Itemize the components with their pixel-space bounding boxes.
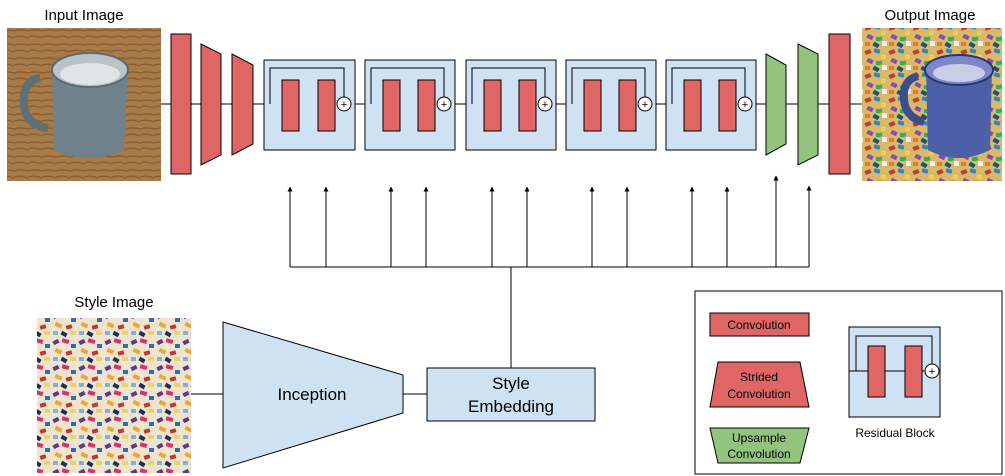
add-node-icon: [737, 96, 753, 112]
style-embedding-box: [426, 367, 596, 422]
svg-text:+: +: [642, 99, 648, 111]
input-image-label: Input Image: [44, 7, 123, 24]
residual-block: +: [665, 59, 757, 151]
output-image-label: Output Image: [885, 7, 976, 24]
add-node-icon: [924, 363, 940, 379]
legend: Convolution Strided Convolution Upsample…: [694, 290, 1003, 475]
residual-block: +: [364, 59, 456, 151]
convolution-layer: [828, 33, 851, 175]
style-embedding-label-line2: Embedding: [468, 397, 554, 416]
upsample-convolution-layer: [765, 53, 787, 156]
input-image: [7, 28, 161, 181]
legend-residual-label: Residual Block: [855, 426, 935, 440]
legend-strided-label-line1: Strided: [740, 370, 778, 384]
strided-convolution-layer: [200, 43, 222, 166]
style-embedding-label-line1: Style: [492, 374, 530, 393]
inception-network: [222, 321, 404, 469]
add-node-icon: [336, 96, 352, 112]
inception-label: Inception: [278, 385, 347, 404]
legend-residual-swatch: +: [848, 326, 941, 418]
output-image: [862, 28, 1002, 181]
legend-upsample-swatch: [709, 427, 810, 464]
residual-block: +: [263, 59, 356, 151]
legend-upsample-label-line1: Upsample: [732, 431, 786, 445]
legend-strided-label-line2: Convolution: [727, 387, 790, 401]
upsample-convolution-layer: [797, 43, 819, 166]
add-node-icon: [436, 96, 452, 112]
style-image-label: Style Image: [74, 294, 153, 311]
legend-convolution-swatch: [709, 312, 810, 337]
style-conditioning-lines: [287, 175, 812, 368]
style-image: [37, 318, 191, 473]
residual-block: +: [565, 59, 657, 151]
svg-text:+: +: [441, 99, 447, 111]
legend-strided-swatch: [709, 361, 810, 408]
add-node-icon: [637, 96, 653, 112]
legend-convolution-label: Convolution: [727, 318, 790, 332]
svg-text:+: +: [542, 99, 548, 111]
convolution-layer: [170, 33, 192, 175]
add-node-icon: [537, 96, 553, 112]
residual-block: +: [465, 59, 557, 151]
strided-convolution-layer: [231, 53, 254, 156]
svg-text:+: +: [742, 99, 748, 111]
svg-text:+: +: [341, 99, 347, 111]
legend-upsample-label-line2: Convolution: [727, 447, 790, 461]
svg-text:+: +: [929, 366, 935, 378]
